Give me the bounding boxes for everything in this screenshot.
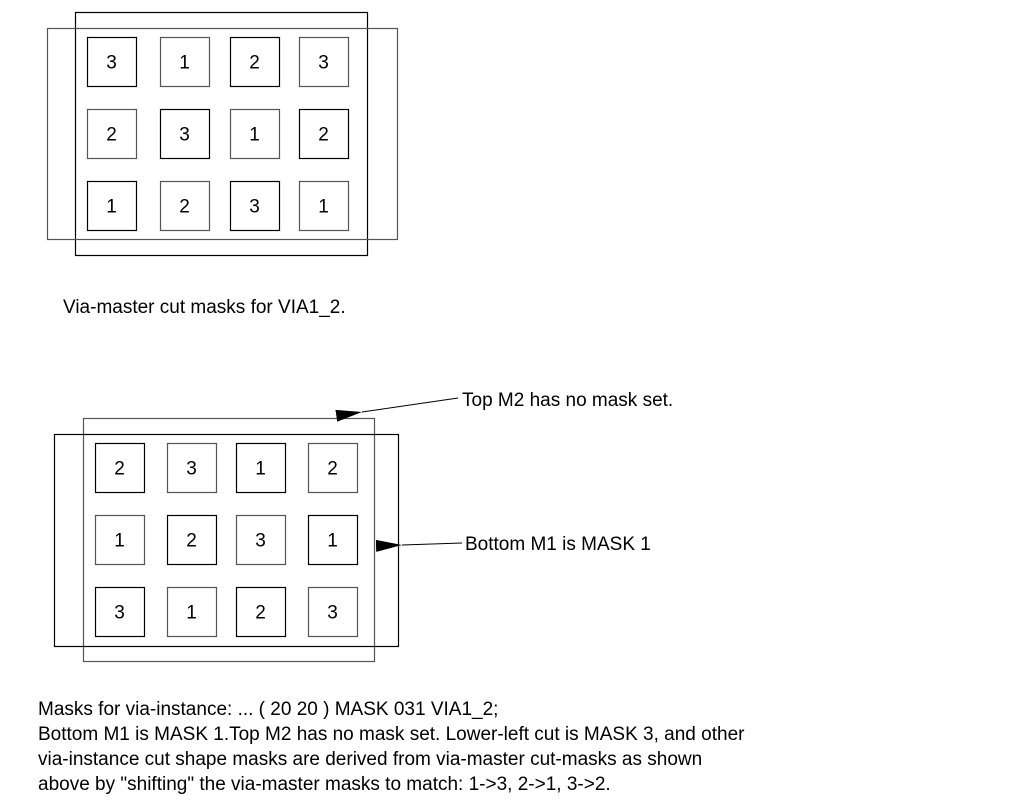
cut-cell: 3 xyxy=(86,36,138,88)
cut-mask-label: 1 xyxy=(106,197,117,218)
bottom-arrow xyxy=(375,539,463,552)
cut-mask-label: 3 xyxy=(106,53,117,74)
cut-mask-label: 1 xyxy=(114,531,125,552)
cut-square xyxy=(94,442,146,494)
cut-square xyxy=(159,36,211,88)
cut-square xyxy=(94,514,146,566)
cut-square xyxy=(86,36,138,88)
cut-mask-label: 2 xyxy=(249,53,260,74)
via-instance-group: 2 3 1 2 1 2 3 1 3 1 2 3 xyxy=(53,417,400,663)
cut-cell: 3 xyxy=(159,108,211,160)
cut-cell: 1 xyxy=(229,108,281,160)
cut-square xyxy=(159,108,211,160)
master-bottom-layer xyxy=(46,27,399,241)
cut-square xyxy=(86,180,138,232)
cut-square xyxy=(298,36,350,88)
note-line: via-instance cut shape masks are derived… xyxy=(38,749,703,770)
note-line: above by "shifting" the via-master masks… xyxy=(38,774,611,795)
cut-cell: 3 xyxy=(166,442,218,494)
cut-cell: 1 xyxy=(86,180,138,232)
instance-top-layer xyxy=(82,417,376,663)
cut-cell: 2 xyxy=(307,442,359,494)
cut-mask-label: 1 xyxy=(327,531,338,552)
cut-mask-label: 3 xyxy=(327,603,338,624)
cut-square xyxy=(298,108,350,160)
cut-mask-label: 3 xyxy=(249,197,260,218)
cut-square xyxy=(94,586,146,638)
cut-square xyxy=(229,36,281,88)
master-cut-grid: 3 1 2 3 2 3 1 2 1 2 3 1 xyxy=(86,36,350,232)
cut-mask-label: 3 xyxy=(186,459,197,480)
cut-square xyxy=(235,514,287,566)
note-line: Masks for via-instance: ... ( 20 20 ) MA… xyxy=(38,699,499,720)
cut-mask-label: 2 xyxy=(186,531,197,552)
cut-cell: 1 xyxy=(298,180,350,232)
notes-block: Masks for via-instance: ... ( 20 20 ) MA… xyxy=(38,697,744,797)
cut-cell: 2 xyxy=(298,108,350,160)
cut-mask-label: 2 xyxy=(179,197,190,218)
cut-cell: 2 xyxy=(166,514,218,566)
cut-mask-label: 2 xyxy=(255,603,266,624)
master-caption: Via-master cut masks for VIA1_2. xyxy=(63,297,346,318)
cut-cell: 3 xyxy=(298,36,350,88)
cut-cell: 3 xyxy=(307,586,359,638)
instance-cut-grid: 2 3 1 2 1 2 3 1 3 1 2 3 xyxy=(94,442,359,638)
top-arrow xyxy=(335,397,459,422)
cut-mask-label: 2 xyxy=(114,459,125,480)
cut-mask-label: 2 xyxy=(106,125,117,146)
cut-cell: 2 xyxy=(86,108,138,160)
note-line: Bottom M1 is MASK 1.Top M2 has no mask s… xyxy=(38,724,745,745)
cut-square xyxy=(166,514,218,566)
cut-cell: 2 xyxy=(235,586,287,638)
cut-mask-label: 2 xyxy=(327,459,338,480)
cut-mask-label: 1 xyxy=(255,459,266,480)
cut-square xyxy=(229,180,281,232)
cut-square xyxy=(166,442,218,494)
cut-cell: 3 xyxy=(229,180,281,232)
cut-square xyxy=(235,442,287,494)
cut-mask-label: 1 xyxy=(249,125,260,146)
cut-mask-label: 1 xyxy=(186,603,197,624)
via-master-group: 3 1 2 3 2 3 1 2 1 2 3 1 xyxy=(46,11,399,257)
cut-mask-label: 3 xyxy=(114,603,125,624)
cut-square xyxy=(298,180,350,232)
cut-cell: 1 xyxy=(166,586,218,638)
top-m2-annotation: Top M2 has no mask set. xyxy=(462,390,674,411)
cut-square xyxy=(307,442,359,494)
instance-bottom-layer xyxy=(53,433,400,648)
cut-cell: 2 xyxy=(159,180,211,232)
cut-square xyxy=(229,108,281,160)
cut-mask-label: 2 xyxy=(318,125,329,146)
cut-square xyxy=(307,514,359,566)
bottom-m1-annotation: Bottom M1 is MASK 1 xyxy=(465,534,651,555)
cut-cell: 1 xyxy=(159,36,211,88)
cut-cell: 3 xyxy=(235,514,287,566)
cut-square xyxy=(86,108,138,160)
cut-cell: 3 xyxy=(94,586,146,638)
cut-square xyxy=(235,586,287,638)
cut-mask-label: 1 xyxy=(179,53,190,74)
cut-cell: 1 xyxy=(94,514,146,566)
cut-mask-label: 3 xyxy=(255,531,266,552)
cut-square xyxy=(307,586,359,638)
master-top-layer xyxy=(74,11,369,257)
cut-mask-label: 1 xyxy=(318,197,329,218)
cut-square xyxy=(159,180,211,232)
cut-cell: 1 xyxy=(235,442,287,494)
cut-cell: 1 xyxy=(307,514,359,566)
cut-square xyxy=(166,586,218,638)
cut-cell: 2 xyxy=(229,36,281,88)
cut-mask-label: 3 xyxy=(179,125,190,146)
cut-mask-label: 3 xyxy=(318,53,329,74)
cut-cell: 2 xyxy=(94,442,146,494)
